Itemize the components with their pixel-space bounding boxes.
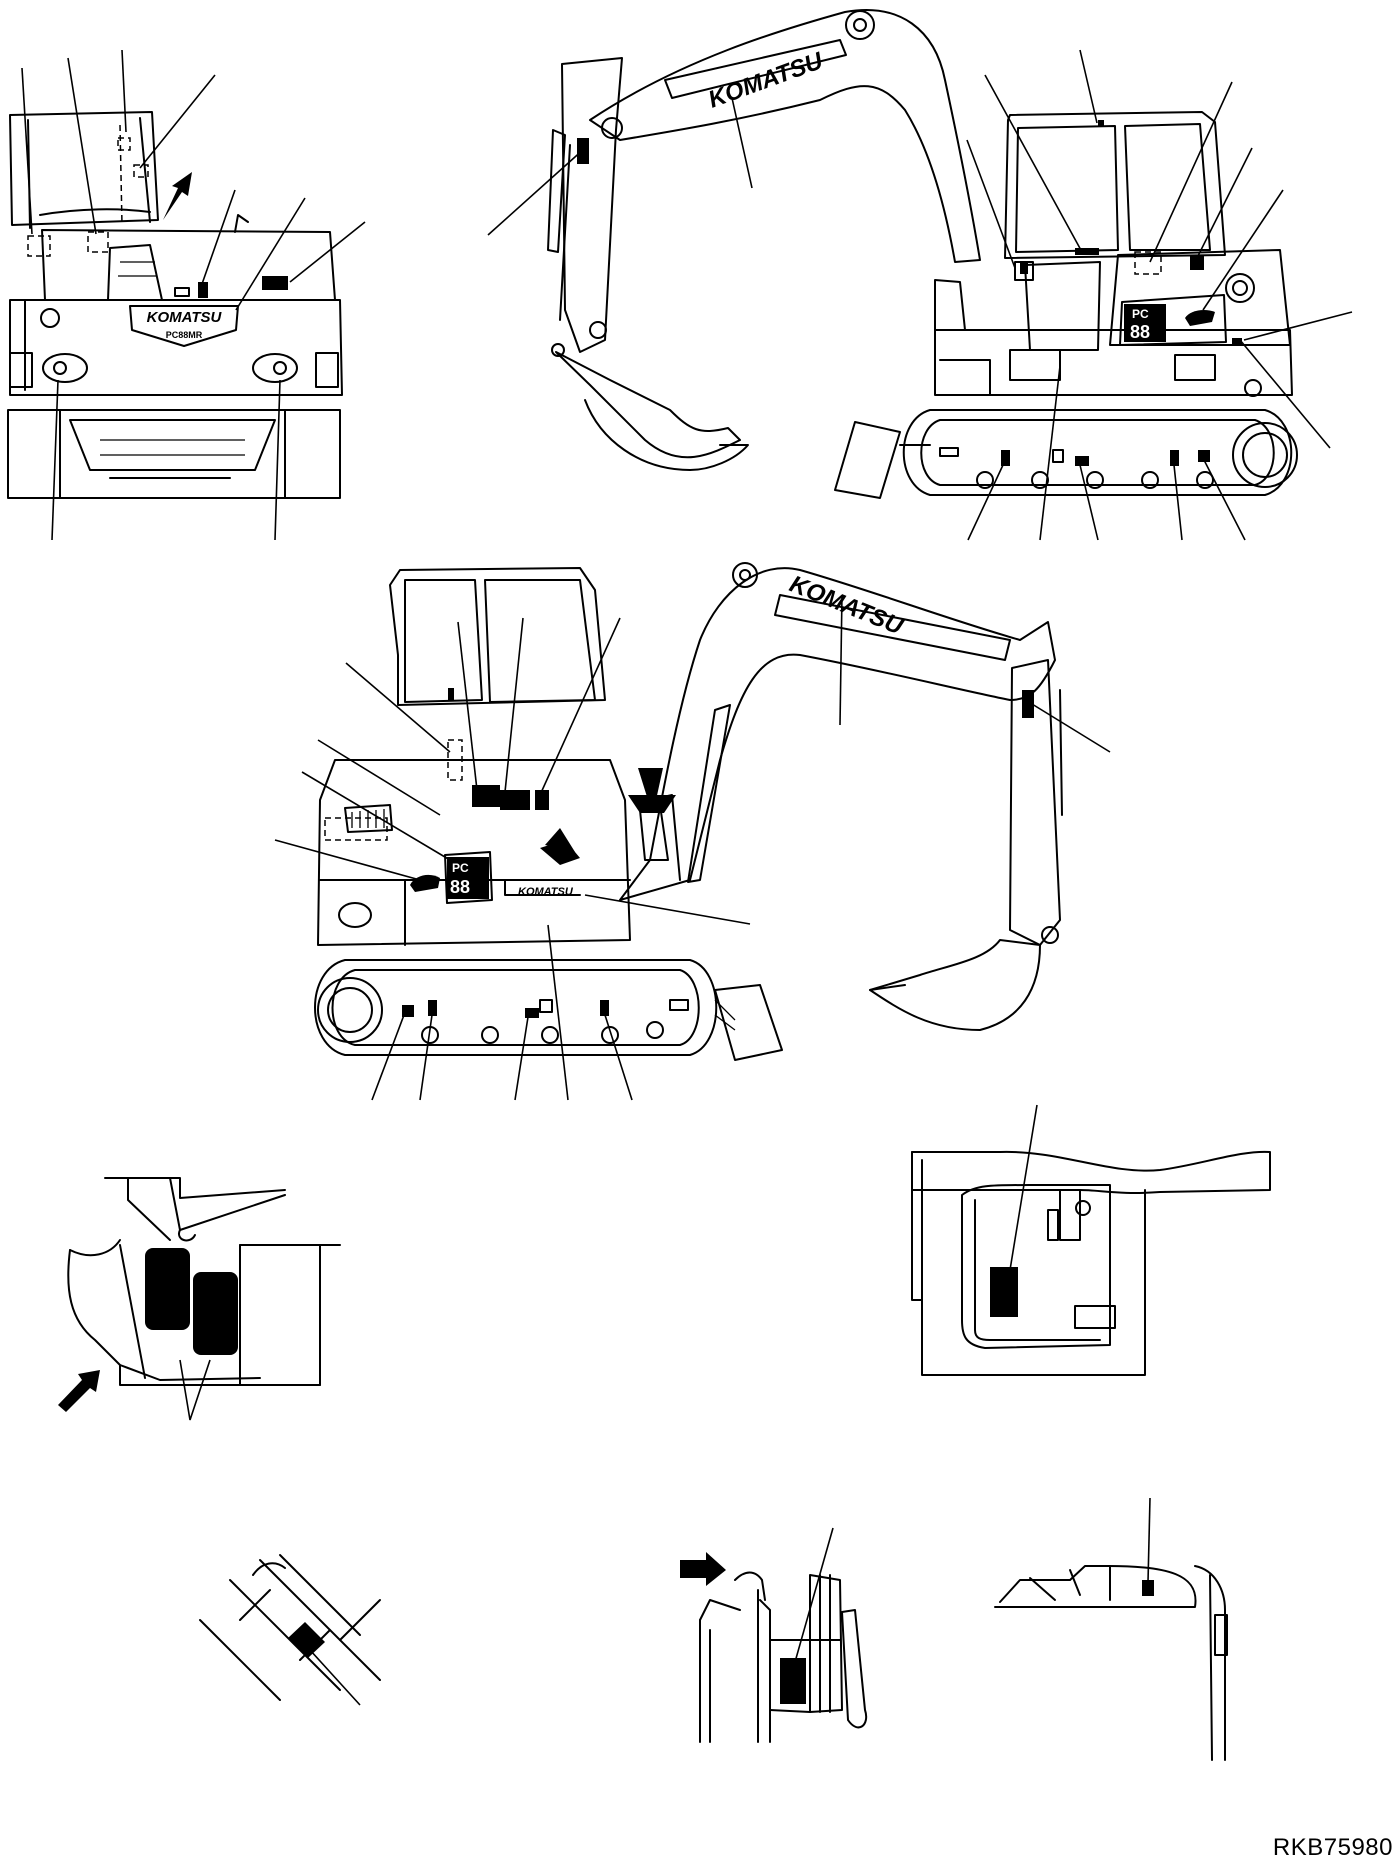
rear-brand-logo: KOMATSU (147, 309, 223, 326)
model-prefix-left: PC (452, 861, 469, 875)
detail-e (994, 1497, 1228, 1761)
reference-code: RKB75980 (1272, 1834, 1393, 1861)
detail-c (199, 1554, 381, 1706)
model-number-right: 88 (1130, 322, 1150, 342)
model-number-left: 88 (450, 877, 470, 897)
model-prefix-right: PC (1132, 307, 1149, 321)
detail-a (58, 1177, 341, 1421)
rear-model-text: PC88MR (166, 330, 203, 340)
side-view-right: KOMATSU PC 88 (487, 9, 1353, 541)
detail-b (911, 1104, 1271, 1376)
detail-d (680, 1527, 868, 1743)
rear-view: KOMATSU PC88MR (7, 49, 366, 541)
body-brand-logo: KOMATSU (518, 886, 574, 898)
boom-brand-logo-left: KOMATSU (786, 571, 908, 641)
side-view-left: PC 88 KOMATSU KOMATSU (274, 562, 1111, 1101)
